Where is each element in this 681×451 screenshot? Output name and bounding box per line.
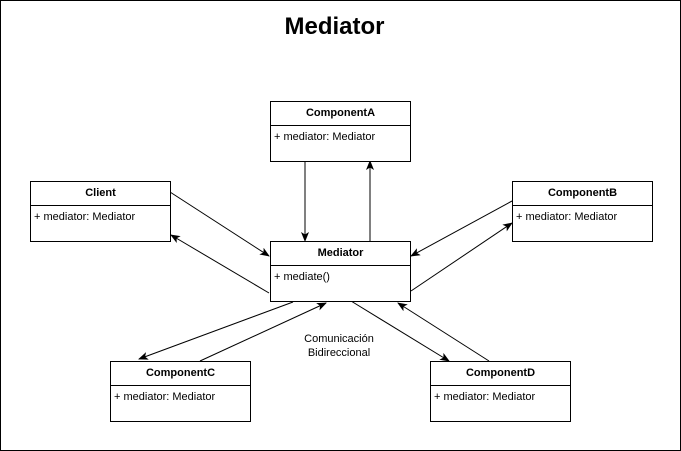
class-attribute: + mediate() bbox=[274, 271, 330, 283]
class-componenta[interactable]: ComponentA + mediator: Mediator bbox=[270, 101, 411, 162]
arrow-componentd-to-mediator bbox=[397, 302, 490, 362]
class-componentb[interactable]: ComponentB + mediator: Mediator bbox=[512, 181, 653, 242]
class-componentc[interactable]: ComponentC + mediator: Mediator bbox=[110, 361, 251, 422]
communication-note: Comunicación Bidireccional bbox=[289, 332, 389, 360]
arrow-mediator-to-componentc bbox=[138, 301, 294, 360]
arrow-componentc-to-mediator bbox=[199, 302, 327, 362]
diagram-title: Mediator bbox=[284, 13, 385, 40]
class-attribute: + mediator: Mediator bbox=[114, 391, 216, 403]
class-mediator[interactable]: Mediator + mediate() bbox=[270, 241, 411, 302]
arrow-mediator-to-componentb bbox=[410, 222, 513, 292]
class-attribute: + mediator: Mediator bbox=[516, 211, 618, 223]
class-name: ComponentA bbox=[271, 102, 410, 126]
note-line-2: Bidireccional bbox=[307, 347, 371, 359]
class-attribute: + mediator: Mediator bbox=[434, 391, 536, 403]
class-name: Mediator bbox=[271, 242, 410, 266]
arrow-client-to-mediator bbox=[169, 191, 270, 257]
class-attribute: + mediator: Mediator bbox=[34, 211, 136, 223]
arrow-mediator-to-componentd bbox=[350, 300, 450, 362]
arrow-componentb-to-mediator bbox=[410, 200, 513, 257]
class-name: ComponentC bbox=[111, 362, 250, 386]
class-name: ComponentB bbox=[513, 182, 652, 206]
note-line-1: Comunicación bbox=[304, 333, 374, 345]
class-componentd[interactable]: ComponentD + mediator: Mediator bbox=[430, 361, 571, 422]
arrow-mediator-to-client bbox=[170, 234, 270, 294]
class-attribute: + mediator: Mediator bbox=[274, 131, 376, 143]
class-name: ComponentD bbox=[431, 362, 570, 386]
class-client[interactable]: Client + mediator: Mediator bbox=[30, 181, 171, 242]
class-name: Client bbox=[31, 182, 170, 206]
